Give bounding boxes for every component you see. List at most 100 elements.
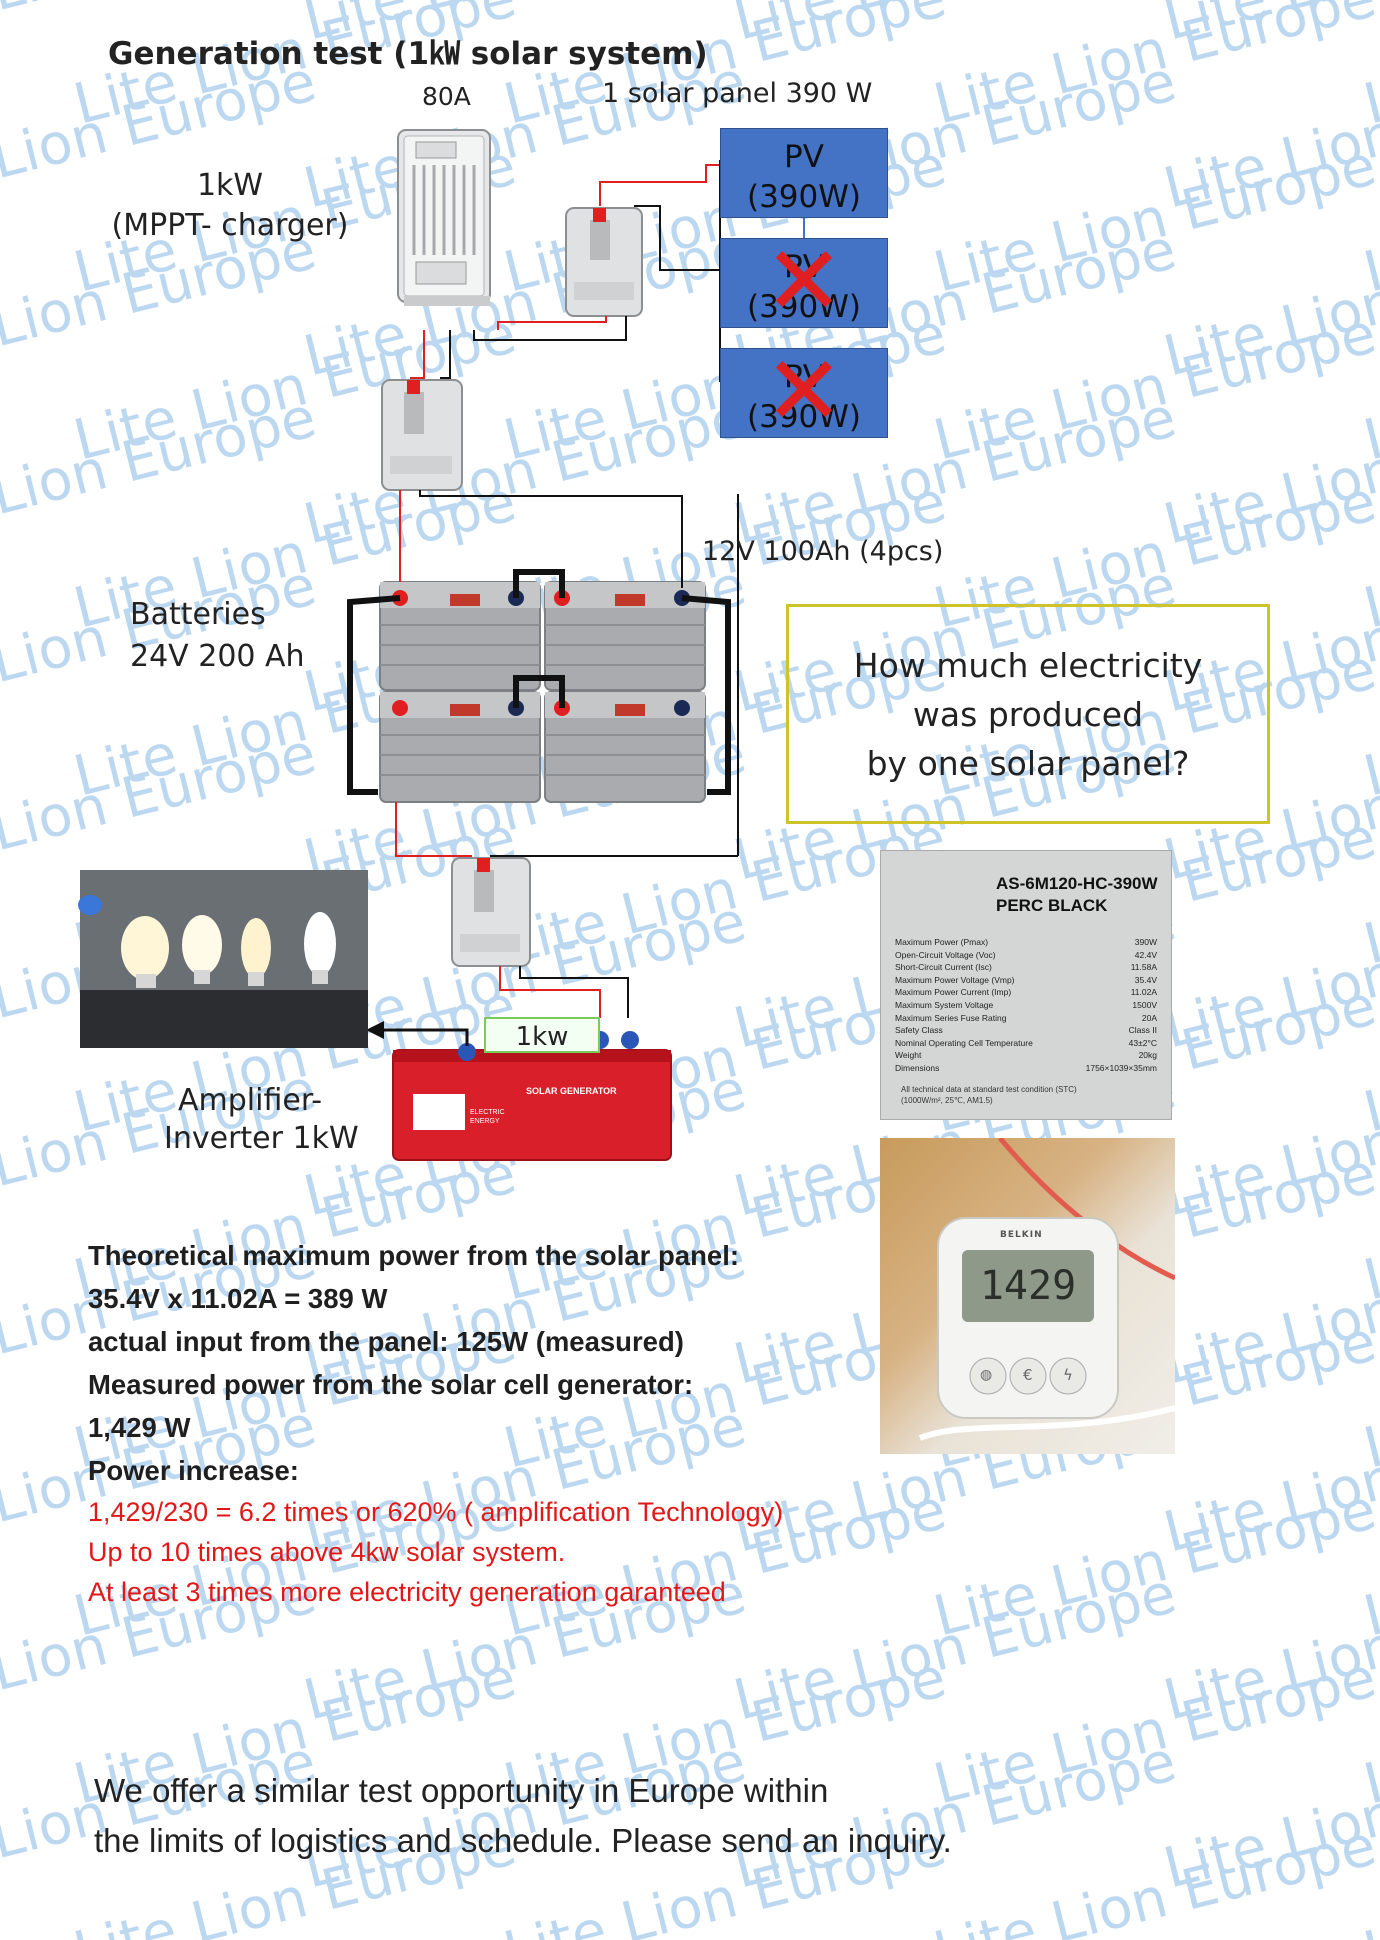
euro-icon: € (1023, 1366, 1033, 1384)
pv-panel-2-name: PV (784, 249, 824, 285)
spec-row: Maximum Series Fuse Rating 20A (895, 1013, 1157, 1023)
page-title: Generation test (1㎾ solar system) (108, 36, 708, 72)
question-line-2: was produced (912, 694, 1144, 734)
battery-breaker-device (381, 379, 463, 491)
result-highlight-line: At least 3 times more electricity genera… (88, 1577, 726, 1607)
inverter-side-label-2: ENERGY (470, 1118, 500, 1125)
spec-row-key: Nominal Operating Cell Temperature (895, 1037, 1033, 1048)
spec-row-key: Weight (895, 1050, 922, 1061)
footer-line-1: We offer a similar test opportunity in E… (94, 1772, 829, 1809)
inverter-caption-line-2: Inverter 1kW (164, 1121, 359, 1156)
result-line: 35.4V x 11.02A = 389 W (88, 1283, 388, 1314)
spec-row-value: 20A (1141, 1012, 1157, 1023)
batteries-label: Batteries 24V 200 Ah (130, 594, 305, 678)
spec-row: Short-Circuit Current (Isc) 11.58A (895, 962, 1157, 972)
battery-spec-label: 12V 100Ah (4pcs) (702, 536, 944, 567)
result-highlight-line: Up to 10 times above 4kw solar system. (88, 1537, 566, 1567)
spec-row-value: 42.4V (1134, 949, 1157, 960)
breaker-rating-label: 80A (422, 82, 471, 111)
mppt-charger-device (397, 129, 491, 306)
panel-model: AS-6M120-HC-390W PERC BLACK (996, 873, 1158, 917)
spec-row: Maximum Power (Pmax) 390W (895, 937, 1157, 947)
spec-row-value: 1756×1039×35mm (1085, 1063, 1157, 1073)
spec-row: Dimensions 1756×1039×35mm (895, 1063, 1157, 1073)
pv-panel-1: PV (390W) (720, 128, 888, 218)
power-meter-photo: BELKIN 1429 ◍ € ϟ (880, 1138, 1175, 1454)
spec-row-key: Open-Circuit Voltage (Voc) (895, 949, 996, 960)
question-line-1: How much electricity (853, 645, 1203, 685)
battery-wiring (395, 490, 739, 1018)
spec-row-value: 20kg (1138, 1050, 1157, 1061)
spec-row-key: Safety Class (895, 1025, 943, 1036)
pv-panel-2: PV (390W) ✕ (720, 233, 888, 329)
spec-row: Nominal Operating Cell Temperature 43±2°C (895, 1038, 1157, 1048)
batteries-label-line-2: 24V 200 Ah (130, 639, 305, 674)
spec-row-key: Short-Circuit Current (Isc) (895, 962, 992, 973)
meter-brand: BELKIN (1000, 1230, 1043, 1240)
result-line: Theoretical maximum power from the solar… (88, 1240, 739, 1271)
lightning-icon: ϟ (1063, 1366, 1073, 1384)
result-line: 1,429 W (88, 1412, 191, 1443)
output-arrow (366, 1021, 469, 1046)
spec-row-value: 43±2°C (1128, 1037, 1157, 1048)
spec-row-value: Class II (1128, 1025, 1157, 1036)
inverter-breaker-device (451, 857, 531, 967)
question-line-3: by one solar panel? (866, 743, 1190, 783)
inverter-caption: Amplifier- Inverter 1kW (164, 1082, 359, 1158)
pv-panel-3-rating: (390W) (746, 399, 861, 435)
result-line: actual input from the panel: 125W (measu… (88, 1326, 684, 1357)
inverter-side-label-1: ELECTRIC (470, 1109, 505, 1116)
panel-spec-note-2: (1000W/m², 25℃, AM1.5) (901, 1096, 993, 1105)
pv-breaker-device (565, 207, 643, 317)
results-section: Theoretical maximum power from the solar… (88, 1234, 783, 1612)
panel-model-line-2: PERC BLACK (996, 896, 1108, 915)
spec-row-key: Maximum Series Fuse Rating (895, 1012, 1007, 1023)
battery-interconnect (347, 569, 731, 795)
spec-row: Open-Circuit Voltage (Voc) 42.4V (895, 950, 1157, 960)
inverter-display: 1kw (484, 1017, 600, 1053)
solar-panel-label: 1 solar panel 390 W (602, 78, 873, 109)
results-red-lines: 1,429/230 = 6.2 times or 620% ( amplific… (88, 1492, 783, 1612)
panel-model-line-1: AS-6M120-HC-390W (996, 874, 1158, 893)
spec-row-key: Maximum Power (Pmax) (895, 937, 989, 947)
batteries-label-line-1: Batteries (130, 597, 266, 632)
spec-row: Weight 20kg (895, 1050, 1157, 1060)
spec-row-value: 11.58A (1130, 962, 1157, 973)
footer-line-2: the limits of logistics and schedule. Pl… (94, 1822, 952, 1859)
inverter-label: SOLAR GENERATOR (526, 1086, 617, 1096)
battery-terminals (392, 590, 690, 716)
inverter-caption-line-1: Amplifier- (178, 1083, 323, 1118)
charger-label: 1kW (MPPT- charger) (100, 166, 360, 246)
lamp-demo-photo (78, 870, 368, 1048)
charger-label-line-2: (MPPT- charger) (111, 208, 349, 243)
spec-row-value: 390W (1134, 937, 1157, 947)
spec-row: Maximum Power Current (Imp) 11.02A (895, 987, 1157, 997)
spec-row-value: 35.4V (1134, 974, 1157, 985)
pv-link (803, 218, 805, 238)
pv-panel-3-name: PV (784, 359, 824, 395)
result-line: Measured power from the solar cell gener… (88, 1369, 694, 1400)
spec-row: Maximum Power Voltage (Vmp) 35.4V (895, 975, 1157, 985)
question-box: How much electricity was produced by one… (786, 604, 1270, 824)
pv-panel-2-rating: (390W) (746, 289, 861, 325)
panel-spec-note-1: All technical data at standard test cond… (901, 1085, 1077, 1094)
pv-panel-2-disabled-x-icon: ✕ (763, 225, 845, 338)
result-line: Power increase: (88, 1455, 299, 1486)
spec-row-key: Dimensions (895, 1063, 940, 1073)
panel-spec-label: AS-6M120-HC-390W PERC BLACK Maximum Powe… (880, 850, 1172, 1120)
result-highlight-line: 1,429/230 = 6.2 times or 620% ( amplific… (88, 1497, 784, 1527)
inverter-side-label: ELECTRIC ENERGY (470, 1108, 505, 1126)
spec-row-key: Maximum Power Current (Imp) (895, 987, 1012, 998)
pv-panel-1-name: PV (784, 139, 824, 175)
charger-label-line-1: 1kW (196, 168, 264, 203)
pv-panel-3-disabled-x-icon: ✕ (763, 335, 845, 448)
results-bold-lines: Theoretical maximum power from the solar… (88, 1234, 783, 1492)
spec-row-value: 1500V (1132, 1000, 1157, 1010)
meter-reading: 1429 (962, 1250, 1094, 1322)
spec-row-value: 11.02A (1130, 987, 1157, 998)
battery-bank (379, 581, 706, 803)
spec-row-key: Maximum Power Voltage (Vmp) (895, 974, 1015, 985)
spec-row: Safety Class Class II (895, 1025, 1157, 1035)
inverter-device (392, 1031, 672, 1161)
